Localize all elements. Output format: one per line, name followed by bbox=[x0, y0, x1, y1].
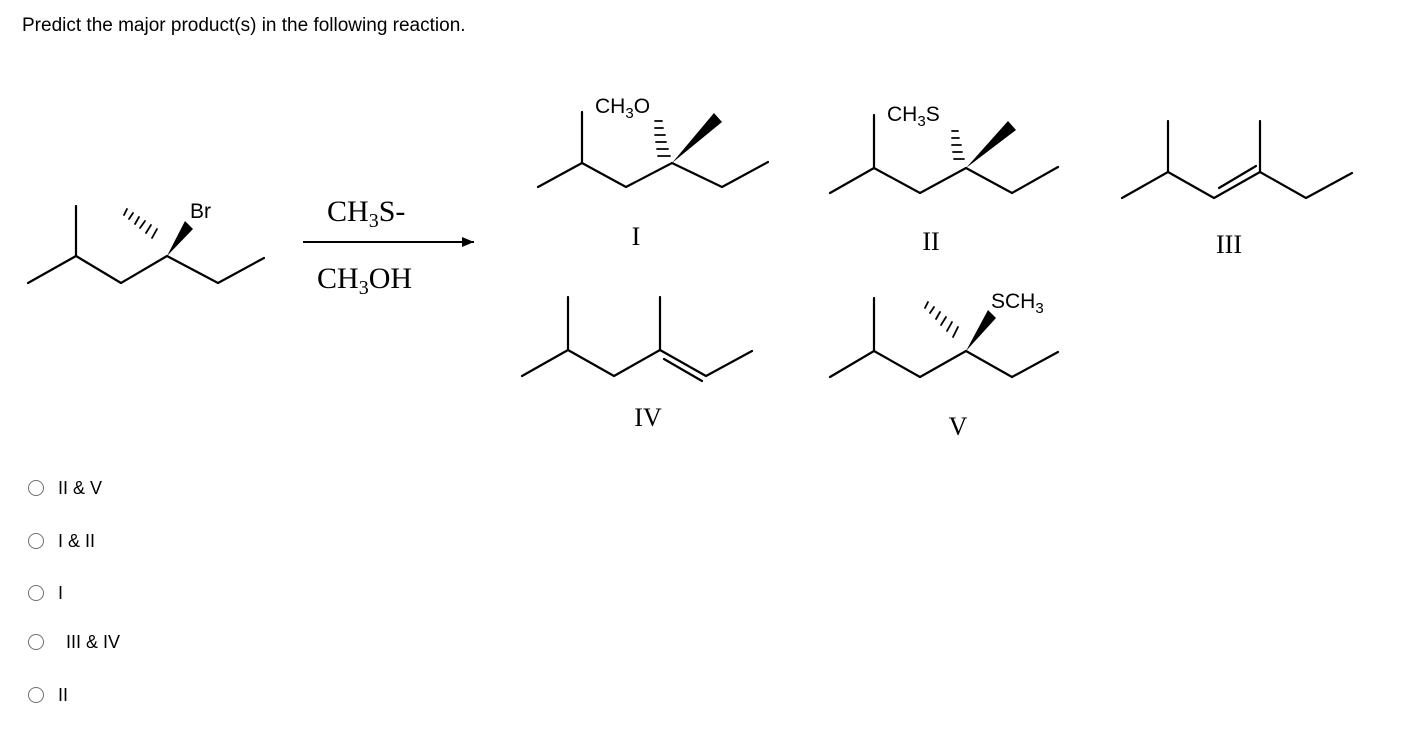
option-label: II bbox=[58, 684, 69, 705]
product-3-numeral: III bbox=[1216, 230, 1242, 259]
product-1-molecule bbox=[536, 110, 770, 189]
product-4-molecule bbox=[520, 295, 754, 383]
option-label: I & II bbox=[58, 530, 96, 551]
radio-button[interactable] bbox=[28, 585, 44, 601]
radio-button[interactable] bbox=[28, 634, 44, 650]
product-2-numeral: II bbox=[922, 227, 939, 256]
option-ii-and-v[interactable]: II & V bbox=[28, 474, 102, 502]
product-3-double-bond bbox=[1217, 164, 1258, 190]
product-4-numeral: IV bbox=[634, 403, 662, 432]
reactant-molecule bbox=[26, 204, 266, 285]
option-i[interactable]: I bbox=[28, 579, 63, 607]
option-i-and-ii[interactable]: I & II bbox=[28, 527, 95, 555]
product-2-substituent: CH3S bbox=[887, 103, 940, 130]
product-1-solid-wedge bbox=[672, 113, 722, 163]
product-5-substituent: SCH3 bbox=[991, 290, 1044, 317]
reactant-hashed-wedge bbox=[123, 208, 158, 239]
product-2-solid-wedge bbox=[966, 121, 1016, 168]
reagent-label: CH3S- bbox=[327, 195, 405, 232]
product-5-numeral: V bbox=[949, 412, 968, 441]
option-label: II & V bbox=[58, 477, 103, 498]
product-1-hashed-wedge bbox=[654, 120, 671, 157]
product-5-solid-wedge bbox=[966, 310, 996, 351]
product-3-molecule bbox=[1120, 119, 1354, 200]
reactant-solid-wedge bbox=[167, 221, 193, 256]
option-ii[interactable]: II bbox=[28, 681, 68, 709]
option-label: III & IV bbox=[66, 631, 121, 652]
product-1-numeral: I bbox=[632, 222, 641, 251]
solvent-label: CH3OH bbox=[317, 262, 412, 299]
product-5-molecule bbox=[828, 296, 1060, 379]
option-label: I bbox=[58, 582, 64, 603]
product-5-hashed-wedge bbox=[924, 301, 959, 338]
reactant-br-label: Br bbox=[190, 200, 211, 223]
option-iii-and-iv[interactable]: III & IV bbox=[28, 628, 120, 656]
product-1-substituent: CH3O bbox=[595, 95, 650, 122]
product-2-hashed-wedge bbox=[951, 130, 965, 160]
reaction-scheme: Br CH3S- CH3OH CH3O I CH3S II bbox=[26, 95, 1354, 441]
product-4-double-bond bbox=[662, 357, 704, 383]
question-text: Predict the major product(s) in the foll… bbox=[22, 15, 466, 36]
radio-button[interactable] bbox=[28, 533, 44, 549]
radio-button[interactable] bbox=[28, 687, 44, 703]
product-2-molecule bbox=[828, 113, 1060, 195]
radio-button[interactable] bbox=[28, 480, 44, 496]
